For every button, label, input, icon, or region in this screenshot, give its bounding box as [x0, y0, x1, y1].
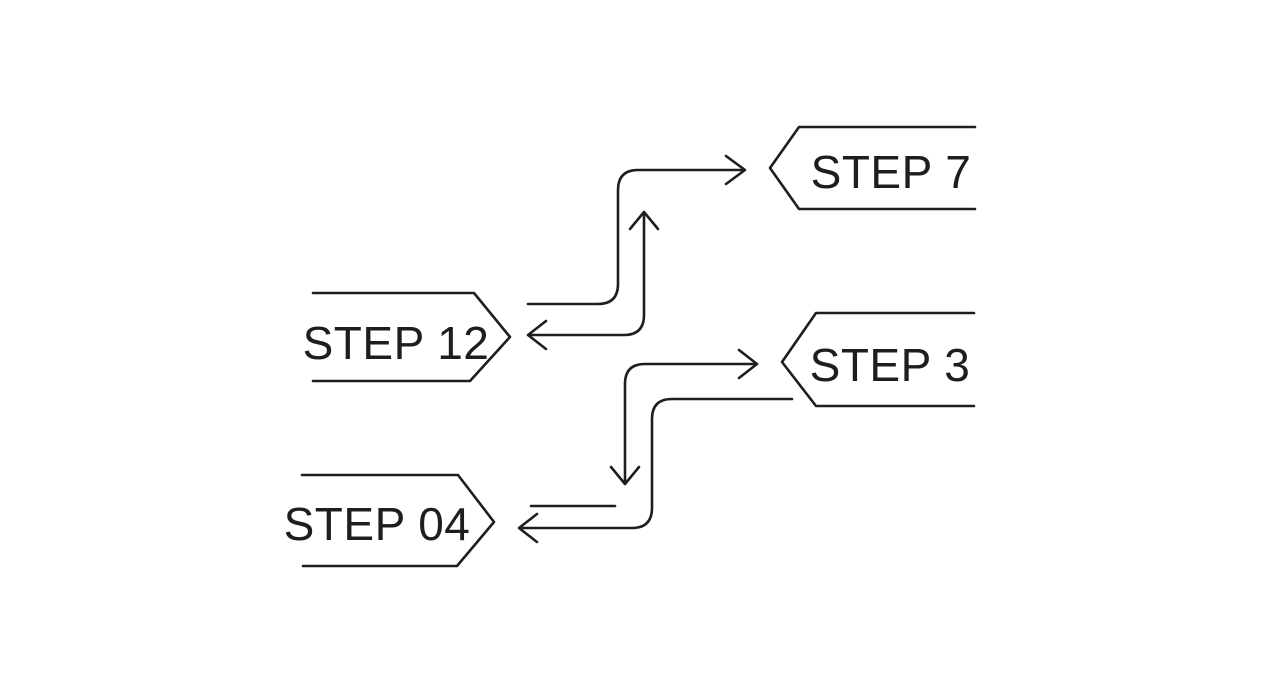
arrow-into-step3 — [609, 348, 759, 486]
step-tag-outline — [300, 473, 496, 568]
arrow-step12-to-step7 — [526, 154, 747, 306]
arrowhead-right-icon — [737, 348, 759, 380]
step-tag-outline — [780, 311, 976, 408]
step-tag-outline — [768, 125, 977, 211]
step-tag-outline — [311, 291, 512, 383]
step-label: STEP 04 — [284, 498, 471, 550]
arrowhead-right-icon — [724, 154, 747, 186]
step-label: STEP 12 — [303, 317, 490, 369]
step-label: STEP 7 — [811, 146, 972, 198]
step-tag-step-3 — [780, 311, 976, 408]
arrow-shaft — [623, 362, 757, 483]
step-label: STEP 3 — [810, 339, 971, 391]
arrow-step3-to-step04 — [517, 397, 794, 544]
arrow-return-to-step12 — [526, 210, 660, 351]
arrowhead-left-icon — [517, 512, 539, 544]
arrow-shaft — [520, 397, 794, 530]
label-layer: STEP 12 STEP 7 STEP 3 STEP 04 — [284, 146, 972, 550]
step-tag-step-04 — [300, 473, 496, 568]
stroke-layer — [300, 125, 977, 568]
step-tag-step-12 — [311, 291, 512, 383]
arrow-shaft — [529, 212, 646, 337]
arrow-shaft — [526, 168, 745, 306]
arrowhead-down-icon — [609, 465, 641, 486]
arrowhead-up-icon — [628, 210, 660, 231]
step-tag-step-7 — [768, 125, 977, 211]
arrowhead-left-icon — [526, 319, 548, 351]
